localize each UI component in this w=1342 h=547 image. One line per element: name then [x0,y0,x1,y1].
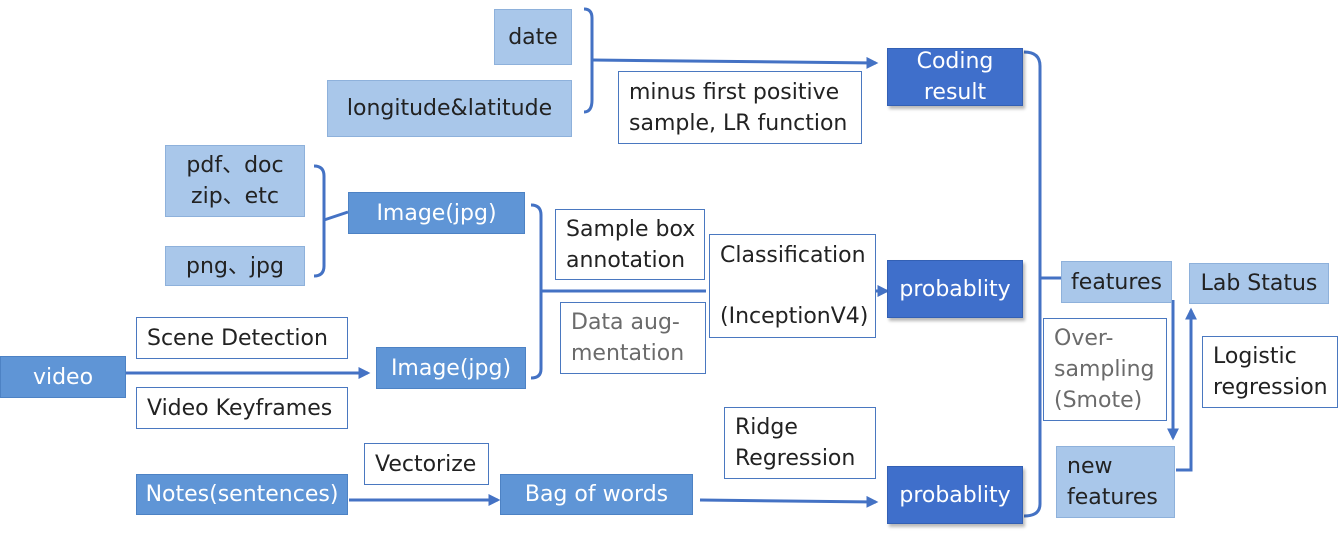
classification-line-1: Classification [720,243,866,268]
date-label: date [508,24,558,50]
coding-result-line-1: Coding [916,49,994,74]
lab-status-label: Lab Status [1200,271,1318,296]
logistic-line-1: Logistic [1213,344,1297,369]
notes-label: Notes(sentences) [145,482,339,507]
scene-detection-note: Scene Detection [136,317,348,359]
png-jpg-node: png、jpg [165,246,305,286]
sample-box-line-2: annotation [566,247,686,273]
logistic-line-2: regression [1213,375,1328,400]
data-aug-line-2: mentation [571,341,685,366]
ridge-regression-note: Ridge Regression [724,407,876,479]
features-label: features [1071,269,1162,295]
data-augmentation-note: Data aug- mentation [560,302,706,374]
link-files-to-image [323,210,349,222]
oversampling-line-2: sampling [1054,357,1155,382]
lr-note-line-1: minus first positive [629,79,840,105]
sample-box-annotation-note: Sample box annotation [555,209,705,280]
pdf-doc-line-2: zip、etc [191,184,279,209]
date-node: date [494,9,572,65]
vectorize-note: Vectorize [364,443,489,485]
oversampling-note: Over- sampling (Smote) [1043,318,1167,421]
new-features-line-2: features [1067,485,1158,510]
lab-status-node: Lab Status [1189,263,1329,304]
ridge-line-2: Regression [735,446,856,471]
arrow-to-coding-result [591,56,879,69]
coding-result-line-2: result [923,80,987,105]
bracket-probabilities [1023,50,1042,518]
new-features-line-1: new [1067,454,1113,479]
video-keyframes-label: Video Keyframes [147,395,333,421]
data-aug-line-1: Data aug- [571,310,680,335]
oversampling-line-1: Over- [1054,326,1114,351]
bracket-date-longlat [583,7,594,114]
arrow-bag-to-prob-bottom [699,495,879,508]
pdf-doc-line-1: pdf、doc [186,153,284,178]
features-node: features [1061,261,1172,303]
sample-box-line-1: Sample box [566,216,696,242]
pdf-doc-node: pdf、doc zip、etc [165,145,305,217]
png-jpg-label: png、jpg [186,253,284,279]
bag-of-words-node: Bag of words [500,474,693,515]
image-top-label: Image(jpg) [376,200,497,226]
probability-top-label: probablity [899,276,1011,302]
longitude-latitude-label: longitude&latitude [346,96,553,121]
coding-result-node: Coding result [887,48,1023,106]
image-top-node: Image(jpg) [348,192,525,234]
image-bottom-node: Image(jpg) [376,347,526,389]
vectorize-label: Vectorize [375,451,477,477]
notes-node: Notes(sentences) [136,474,348,515]
video-node: video [0,356,126,398]
image-bottom-label: Image(jpg) [390,355,512,381]
classification-line-2: (InceptionV4) [720,304,869,329]
scene-detection-label: Scene Detection [147,325,328,351]
ridge-line-1: Ridge [735,415,798,440]
probability-bottom-label: probablity [899,482,1011,508]
classification-node: Classification (InceptionV4) [709,234,876,338]
new-features-node: new features [1056,446,1175,518]
oversampling-line-3: (Smote) [1054,388,1143,413]
bracket-images [530,203,543,380]
longitude-latitude-node: longitude&latitude [327,80,572,137]
video-keyframes-note: Video Keyframes [136,387,348,429]
probability-top-node: probablity [887,260,1023,318]
bracket-files [313,164,326,278]
lr-note-line-2: sample, LR function [629,110,848,136]
arrow-new-features-to-lab-status [1176,307,1197,472]
probability-bottom-node: probablity [887,466,1023,524]
video-label: video [32,364,94,390]
logistic-regression-note: Logistic regression [1202,336,1338,408]
lr-function-note: minus first positive sample, LR function [618,71,862,144]
bag-of-words-label: Bag of words [524,482,669,507]
